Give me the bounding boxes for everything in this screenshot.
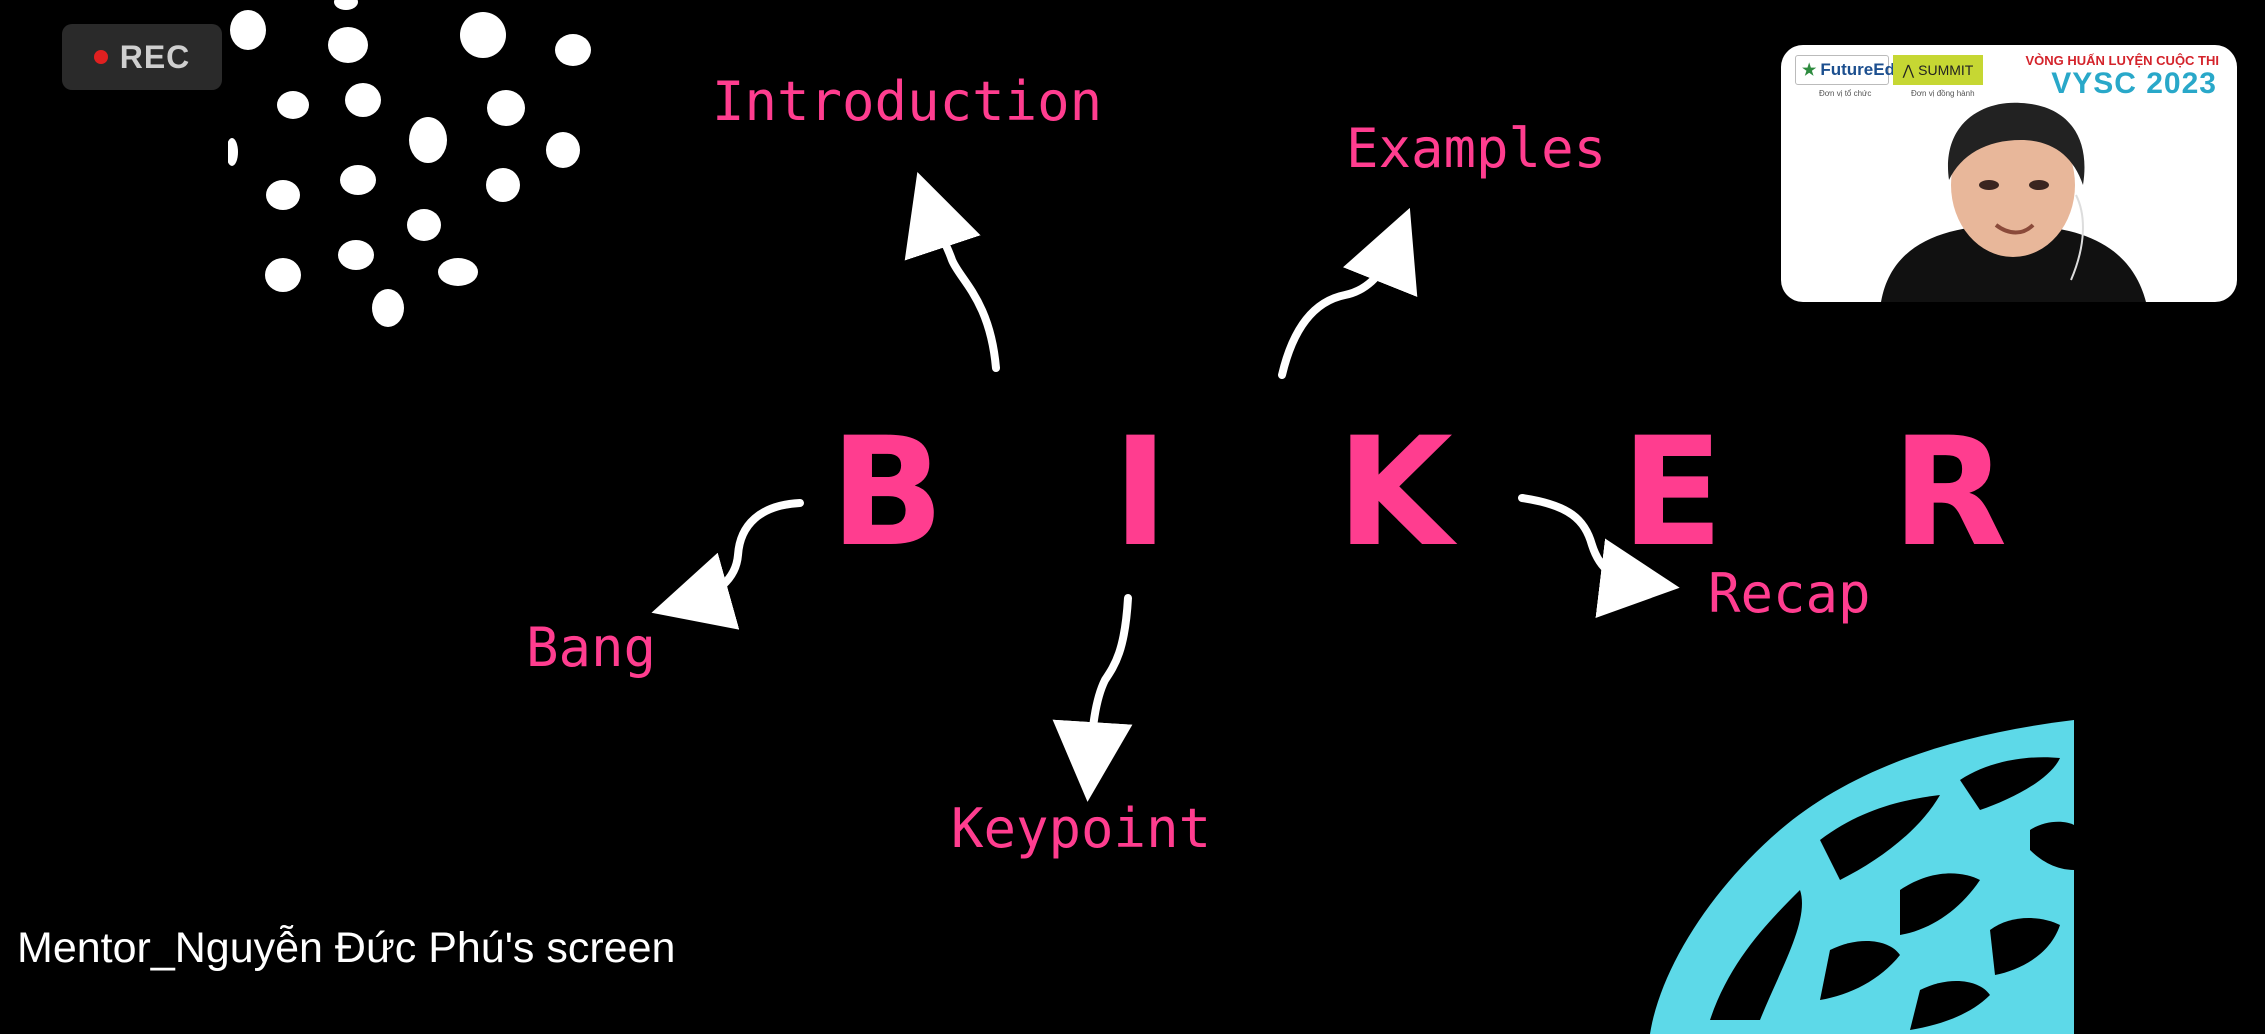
branch-bang: Bang [526, 616, 657, 679]
screen-share-owner-label: Mentor_Nguyễn Đức Phú's screen [17, 924, 676, 972]
arrow-to-keypoint [1052, 594, 1133, 802]
arrow-to-bang [651, 499, 804, 630]
arrow-to-recap [1518, 494, 1680, 618]
record-dot-icon [93, 50, 108, 64]
futureed-logo-text: FutureEd [1820, 60, 1895, 79]
organizer-caption: Đơn vị tổ chức [1819, 89, 1872, 98]
branch-examples: Examples [1346, 117, 1607, 180]
partner-caption: Đơn vị đồng hành [1911, 89, 1975, 98]
decorative-blob [1650, 720, 2074, 1034]
participant-video-tile[interactable]: ★ FutureEd Đơn vị tổ chức ⋀ SUMMIT Đơn v… [1781, 45, 2237, 302]
star-icon: ★ [1802, 62, 1817, 79]
futureed-logo: ★ FutureEd [1795, 55, 1895, 85]
recording-label: REC [119, 38, 191, 75]
branch-introduction: Introduction [712, 70, 1103, 133]
summit-mark-icon: ⋀ [1902, 61, 1915, 78]
summit-logo: ⋀ SUMMIT [1893, 55, 1983, 85]
summit-logo-text: SUMMIT [1918, 62, 1974, 78]
contest-line: VÒNG HUẤN LUYỆN CUỘC THI [2025, 53, 2219, 68]
arrow-to-examples [1278, 207, 1418, 379]
branch-recap: Recap [1708, 562, 1871, 625]
branch-keypoint: Keypoint [951, 797, 1212, 860]
decorative-dots [228, 0, 591, 327]
recording-indicator[interactable]: REC [62, 24, 222, 90]
arrow-to-introduction [904, 172, 1000, 372]
slide-title: B I K E R [830, 406, 2066, 580]
contest-name: VYSC 2023 [2051, 67, 2217, 100]
participant-video [1881, 102, 2146, 302]
